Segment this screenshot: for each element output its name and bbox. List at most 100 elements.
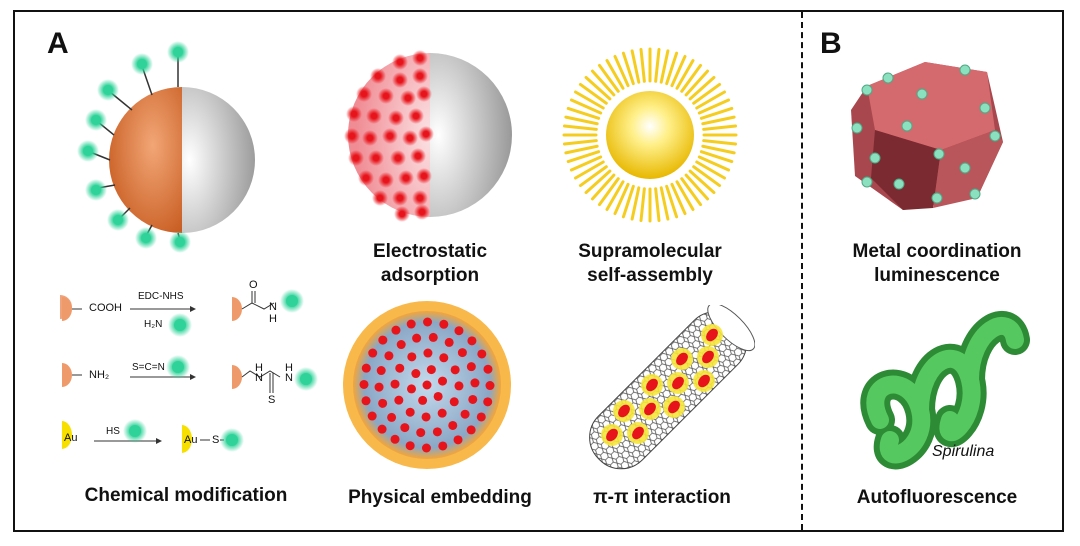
sun-ray bbox=[564, 141, 596, 144]
r3-reagent-top: HS bbox=[106, 426, 120, 437]
embedded-dot bbox=[411, 369, 420, 378]
embedded-dot bbox=[439, 353, 448, 362]
carbon-nanotube bbox=[580, 305, 755, 475]
sun-ray bbox=[641, 49, 644, 81]
sun-ray bbox=[697, 92, 725, 108]
embedded-dot bbox=[477, 349, 486, 358]
sun-ray bbox=[677, 61, 693, 89]
caption-electrostatic-line2: adsorption bbox=[335, 264, 525, 288]
embedded-dot bbox=[368, 349, 377, 358]
r1-product-h: H bbox=[269, 313, 277, 325]
sun-ray bbox=[632, 51, 639, 82]
r1-reactant: COOH bbox=[89, 302, 122, 314]
caption-pi-pi: π-π interaction bbox=[572, 486, 752, 510]
embedded-dot bbox=[423, 318, 432, 327]
caption-supramolecular-line2: self-assembly bbox=[555, 264, 745, 288]
embedded-dot bbox=[427, 365, 436, 374]
embedded-dot bbox=[400, 423, 409, 432]
embedded-dot bbox=[378, 425, 387, 434]
embedded-dot bbox=[406, 441, 415, 450]
sun-ray bbox=[677, 182, 693, 210]
embedded-dot bbox=[418, 396, 427, 405]
physical-embedding-sphere bbox=[340, 298, 515, 473]
caption-autofluorescence: Autofluorescence bbox=[822, 486, 1052, 510]
caption-supramolecular: Supramolecular self-assembly bbox=[555, 240, 745, 288]
embedded-dot bbox=[468, 395, 477, 404]
sun-ray bbox=[656, 189, 659, 221]
r1-product-n: N bbox=[269, 301, 277, 313]
embedded-dot bbox=[391, 380, 400, 389]
sun-ray bbox=[704, 126, 736, 129]
embedded-dot bbox=[362, 364, 371, 373]
sun-ray bbox=[576, 162, 604, 178]
embedded-dot bbox=[450, 397, 459, 406]
sun-ray bbox=[656, 49, 659, 81]
sun-ray bbox=[697, 162, 725, 178]
embedded-dot bbox=[433, 427, 442, 436]
embedded-dot bbox=[467, 362, 476, 371]
embedded-dot bbox=[368, 412, 377, 421]
caption-electrostatic: Electrostatic adsorption bbox=[335, 240, 525, 288]
supramolecular-sun bbox=[560, 45, 740, 225]
embedded-dot bbox=[485, 381, 494, 390]
embedded-dot bbox=[360, 380, 369, 389]
embedded-dot bbox=[406, 408, 415, 417]
r1-reagent-top: EDC-NHS bbox=[138, 291, 184, 302]
embedded-dot bbox=[483, 397, 492, 406]
embedded-dot bbox=[445, 338, 454, 347]
embedded-dot bbox=[451, 365, 460, 374]
sun-ray bbox=[703, 117, 734, 124]
r2-reagent-top: S=C=N bbox=[132, 362, 165, 373]
embedded-dot bbox=[470, 378, 479, 387]
embedded-dot bbox=[477, 412, 486, 421]
embedded-dot bbox=[394, 396, 403, 405]
embedded-dot bbox=[407, 320, 416, 329]
sun-ray bbox=[566, 146, 597, 153]
sun-ray bbox=[661, 51, 668, 82]
caption-physical-embedding: Physical embedding bbox=[335, 486, 545, 510]
r2-reactant: NH₂ bbox=[89, 369, 109, 381]
embedded-dot bbox=[429, 333, 438, 342]
caption-supramolecular-line1: Supramolecular bbox=[555, 240, 745, 264]
r2-product-s: S bbox=[268, 394, 275, 406]
embedded-dot bbox=[384, 351, 393, 360]
embedded-dot bbox=[438, 409, 447, 418]
embedded-dot bbox=[391, 326, 400, 335]
r2-product-h1: H bbox=[255, 362, 263, 374]
embedded-dot bbox=[416, 428, 425, 437]
sun-ray bbox=[576, 92, 604, 108]
sun-ray bbox=[641, 189, 644, 221]
embedded-dot bbox=[423, 381, 432, 390]
embedded-dot bbox=[438, 377, 447, 386]
embedded-dot bbox=[375, 383, 384, 392]
embedded-dot bbox=[483, 365, 492, 374]
embedded-dot bbox=[434, 392, 443, 401]
electrostatic-adsorption-sphere bbox=[340, 48, 520, 223]
embedded-dot bbox=[387, 413, 396, 422]
caption-metal-coordination: Metal coordination luminescence bbox=[822, 240, 1052, 288]
sun-ray bbox=[704, 141, 736, 144]
sun-ray bbox=[632, 188, 639, 219]
embedded-dot bbox=[407, 384, 416, 393]
embedded-dot bbox=[422, 443, 431, 452]
embedded-dot bbox=[378, 336, 387, 345]
caption-metal-line2: luminescence bbox=[822, 264, 1052, 288]
embedded-dot bbox=[439, 320, 448, 329]
embedded-dot bbox=[461, 410, 470, 419]
embedded-dot bbox=[454, 326, 463, 335]
r3-reactant: Au bbox=[64, 432, 77, 444]
embedded-dot bbox=[391, 435, 400, 444]
sun-ray bbox=[564, 126, 596, 129]
caption-metal-line1: Metal coordination bbox=[822, 240, 1052, 264]
sun-ray bbox=[703, 146, 734, 153]
embedded-dot bbox=[377, 366, 386, 375]
sun-ray bbox=[566, 117, 597, 124]
embedded-dot bbox=[412, 334, 421, 343]
embedded-dot bbox=[407, 352, 416, 361]
r3-product-au: Au bbox=[184, 434, 197, 446]
embedded-dot bbox=[467, 336, 476, 345]
embedded-dot bbox=[448, 421, 457, 430]
embedded-dot bbox=[378, 399, 387, 408]
embedded-dot bbox=[438, 441, 447, 450]
embedded-dot bbox=[423, 349, 432, 358]
